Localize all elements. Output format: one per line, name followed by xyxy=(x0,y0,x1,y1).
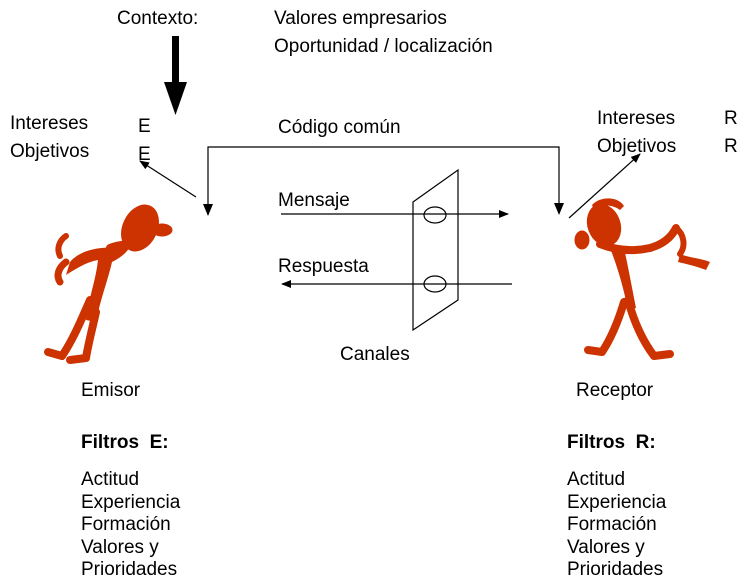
context-line-2: Oportunidad / localización xyxy=(274,36,493,57)
mensaje-label: Mensaje xyxy=(278,190,350,211)
emisor-figure xyxy=(44,204,173,364)
emisor-objetivos-code: E xyxy=(138,144,151,165)
emisor-filtro-item: Valores y xyxy=(81,536,159,558)
emisor-filtro-item: Experiencia xyxy=(81,491,181,513)
receptor-filtro-item: Valores y xyxy=(567,536,645,558)
mensaje-channel-port xyxy=(423,206,447,224)
context-label: Contexto: xyxy=(117,8,199,29)
receptor-filtro-item: Prioridades xyxy=(567,559,664,580)
canales-channel xyxy=(412,168,459,332)
emisor-filtro-item: Actitud xyxy=(81,469,140,490)
receptor-filtros-list: Actitud Experiencia Formación Valores y … xyxy=(567,469,666,582)
receptor-intereses-code: R xyxy=(724,108,737,129)
receptor-intereses-label: Intereses xyxy=(597,108,676,129)
emisor-name: Emisor xyxy=(81,380,141,401)
receptor-interest-arrow xyxy=(568,153,641,219)
canales-label: Canales xyxy=(340,344,410,365)
receptor-filtro-item: Actitud xyxy=(567,469,626,490)
receptor-filtro-item: Formación xyxy=(567,514,657,535)
codigo-comun-label: Código común xyxy=(278,117,401,138)
emisor-objetivos-label: Objetivos xyxy=(10,141,90,162)
emisor-interest-arrow xyxy=(139,160,197,198)
receptor-objetivos-label: Objetivos xyxy=(597,136,677,157)
receptor-figure xyxy=(574,198,710,360)
context-line-1: Valores empresarios xyxy=(274,8,447,29)
emisor-filtro-item: Prioridades xyxy=(81,559,178,580)
receptor-filtros-title: Filtros R: xyxy=(567,432,656,453)
emisor-filtros-title: Filtros E: xyxy=(81,432,169,453)
receptor-objetivos-code: R xyxy=(724,136,737,157)
codigo-comun-connector xyxy=(203,146,564,216)
emisor-intereses-label: Intereses xyxy=(10,113,89,134)
emisor-filtros-list: Actitud Experiencia Formación Valores y … xyxy=(81,469,180,582)
receptor-name: Receptor xyxy=(576,380,654,401)
respuesta-label: Respuesta xyxy=(278,256,369,277)
emisor-filtro-item: Formación xyxy=(81,514,171,535)
receptor-filtro-item: Experiencia xyxy=(567,491,667,513)
emisor-intereses-code: E xyxy=(138,116,151,137)
context-arrow xyxy=(164,36,187,115)
